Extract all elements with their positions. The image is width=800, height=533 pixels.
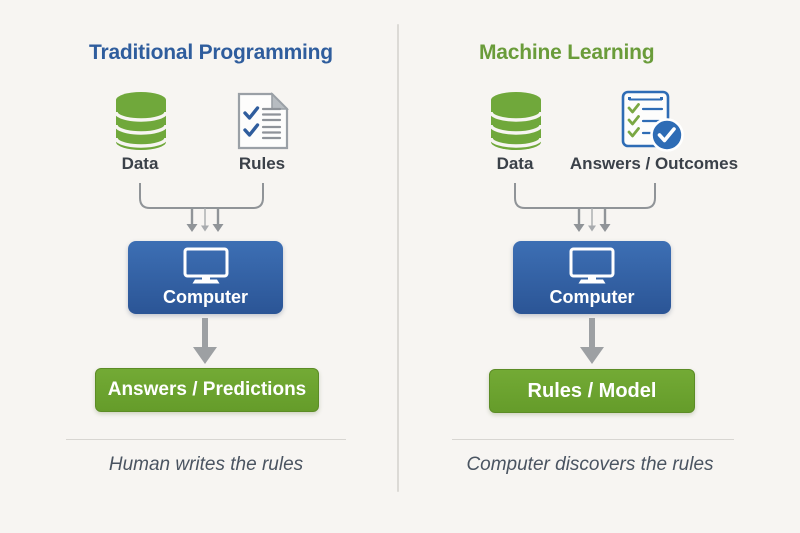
computer-label: Computer [163, 287, 248, 307]
checklist-badge-icon [621, 90, 684, 152]
input-label-data: Data [121, 154, 159, 173]
panel-title-traditional-programming: Traditional Programming [89, 41, 333, 64]
monitor-icon [183, 247, 228, 284]
input-label-answers-outcomes: Answers / Outcomes [569, 154, 739, 173]
merge-connector [514, 183, 656, 232]
input-label-rules: Rules [238, 154, 286, 173]
down-arrow-icon [580, 318, 604, 364]
database-icon [114, 92, 168, 150]
merge-connector [139, 183, 264, 232]
caption-divider [66, 439, 346, 440]
panel-caption: Human writes the rules [108, 454, 304, 475]
panel-title-machine-learning: Machine Learning [479, 41, 655, 64]
computer-box: Computer [128, 241, 283, 314]
monitor-icon [569, 247, 615, 284]
computer-label: Computer [549, 287, 635, 307]
input-label-data: Data [496, 154, 534, 173]
down-arrow-icon [193, 318, 217, 364]
panel-caption: Computer discovers the rules [466, 454, 714, 475]
rules-document-icon [237, 92, 289, 150]
database-icon [489, 92, 543, 150]
computer-box: Computer [513, 241, 671, 314]
center-vertical-divider [397, 24, 399, 492]
caption-divider [452, 439, 734, 440]
output-box-answers-predictions: Answers / Predictions [95, 368, 319, 412]
output-box-rules-model: Rules / Model [489, 369, 695, 413]
